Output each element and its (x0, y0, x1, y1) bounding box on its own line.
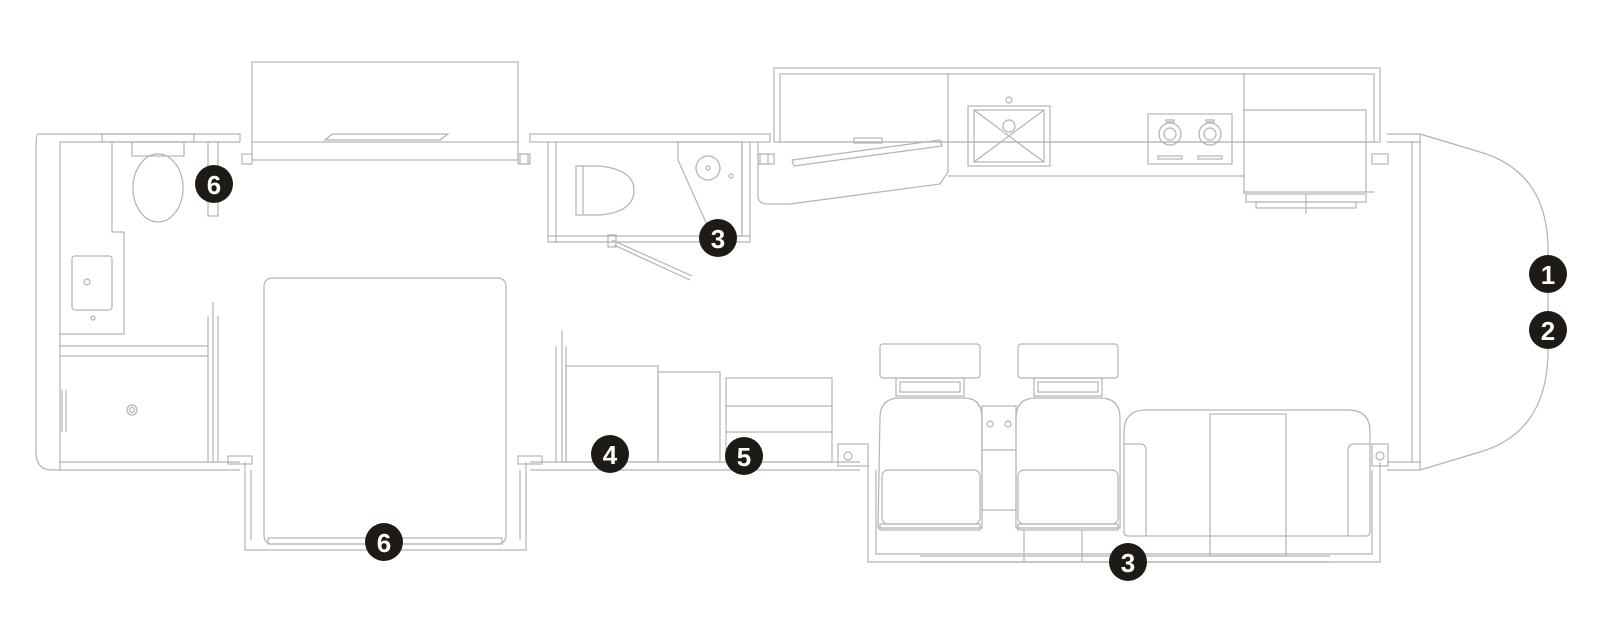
bed (227, 277, 543, 551)
rear-bathroom (60, 133, 219, 462)
badge-4-label: 4 (603, 440, 618, 470)
badge-1-label: 1 (1541, 260, 1555, 290)
badge-2: 2 (1529, 311, 1567, 349)
living-slideout (837, 343, 1389, 563)
badge-6-bottom: 6 (365, 523, 403, 561)
badge-5: 5 (725, 437, 763, 475)
badge-3-top-label: 3 (711, 224, 725, 254)
badge-3-bottom-label: 3 (1121, 548, 1135, 578)
badge-5-label: 5 (737, 442, 751, 472)
front-cab (1411, 133, 1549, 471)
badge-1: 1 (1529, 255, 1567, 293)
badge-4: 4 (591, 435, 629, 473)
badge-6-top-label: 6 (207, 170, 221, 200)
bedroom-slideout-top (241, 61, 529, 165)
badge-2-label: 2 (1541, 316, 1555, 346)
badge-6-top: 6 (195, 165, 233, 203)
badge-3-top: 3 (699, 219, 737, 257)
coach-outline (35, 133, 1420, 471)
badge-6-bottom-label: 6 (377, 528, 391, 558)
mid-bathroom (519, 133, 771, 281)
badge-3-bottom: 3 (1109, 543, 1147, 581)
kitchen-slideout (757, 67, 1389, 214)
